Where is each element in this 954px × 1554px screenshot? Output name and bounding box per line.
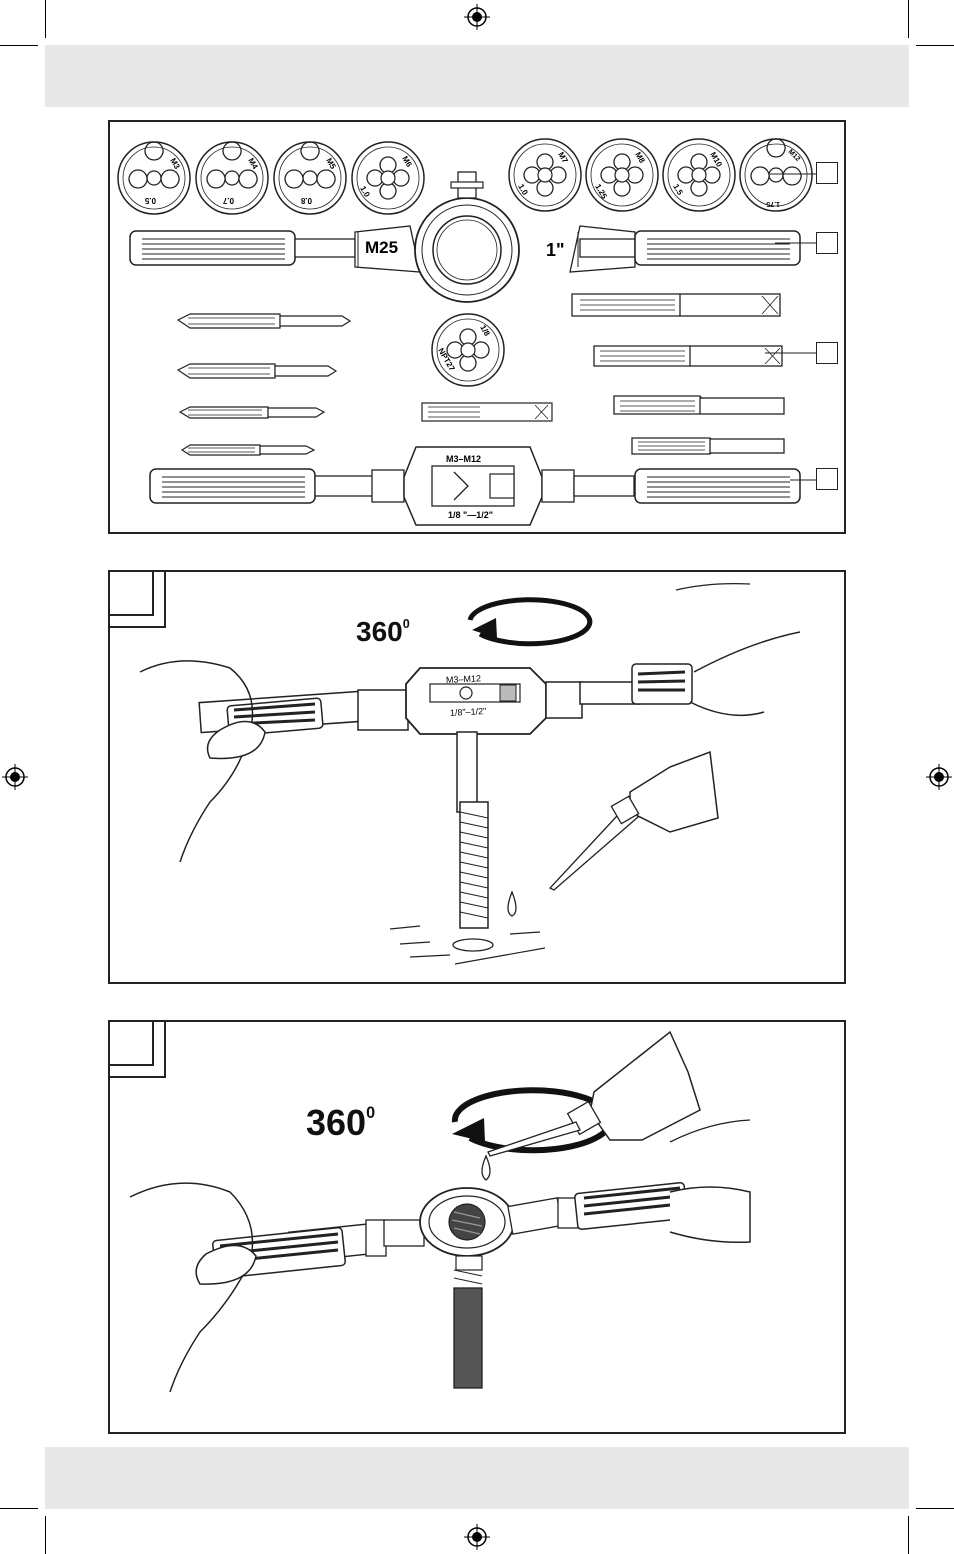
rotation-value: 360 — [306, 1102, 367, 1143]
figure-tag — [108, 1020, 154, 1066]
tap — [571, 293, 781, 317]
crop-mark — [45, 1516, 46, 1554]
crop-mark — [916, 1508, 954, 1509]
die-pitch-label: 0.5 — [144, 196, 156, 205]
oil-bottle-icon — [487, 1030, 701, 1157]
tap — [178, 406, 326, 419]
die-stock: M25 1" — [129, 171, 801, 303]
rotation-label: 3600 — [306, 1102, 375, 1144]
crop-mark — [45, 0, 46, 38]
tap — [631, 437, 785, 455]
tap-wrench-bottom-label: 1/8 "—1/2" — [448, 510, 493, 520]
tap-wrench-top-label: M3–M12 — [446, 454, 481, 464]
rotation-label: 3600 — [356, 616, 410, 648]
rotation-value: 360 — [356, 616, 403, 647]
die-stock-left-label: M25 — [365, 238, 398, 257]
hand-right — [689, 631, 801, 717]
tap — [613, 395, 785, 415]
tap — [176, 363, 338, 379]
hand-left — [139, 660, 254, 863]
grip — [631, 663, 693, 705]
header-band — [45, 45, 909, 107]
die-m7 — [508, 138, 582, 212]
callout-box — [816, 162, 838, 184]
tool-set-drawing: M3 0.5 M4 0.7 M5 0.8 M6 1.0 M7 1.0 M8 1.… — [117, 138, 816, 526]
die-m6 — [351, 141, 425, 215]
tapping-drawing: M3–M12 1/8"–1/2" — [139, 582, 801, 965]
die-stock-right-label: 1" — [546, 240, 565, 260]
crop-mark — [908, 0, 909, 38]
tap — [593, 345, 783, 367]
figure-tag — [108, 570, 154, 616]
wrench-bottom-label: 1/8"–1/2" — [450, 706, 487, 718]
hand-right — [669, 1186, 751, 1244]
tapping-figure: 3600 M3–M12 1/8"–1/2" — [108, 570, 846, 984]
die-m10 — [662, 138, 736, 212]
callout-box — [816, 232, 838, 254]
threading-figure: 3600 — [108, 1020, 846, 1434]
grip — [574, 1181, 688, 1231]
die-pitch-label: 1.75 — [766, 200, 780, 207]
tap-wrench: M3–M12 1/8 "—1/2" — [149, 446, 801, 526]
wrench-top-label: M3–M12 — [446, 673, 481, 685]
hand-left — [129, 1182, 254, 1393]
tap — [180, 444, 316, 456]
tap — [421, 402, 553, 422]
crop-mark — [0, 45, 38, 46]
oil-can-icon — [548, 750, 719, 891]
registration-mark-icon — [2, 764, 28, 790]
tap — [176, 313, 352, 329]
figure-tag-frame — [108, 570, 166, 628]
registration-mark-icon — [464, 4, 490, 30]
die-m8 — [585, 138, 659, 212]
threading-drawing — [129, 1030, 751, 1393]
tool-set-figure: M3 0.5 M4 0.7 M5 0.8 M6 1.0 M7 1.0 M8 1.… — [108, 120, 846, 534]
callout-box — [816, 468, 838, 490]
rotation-unit: 0 — [366, 1103, 376, 1122]
callout-box — [816, 342, 838, 364]
crop-mark — [916, 45, 954, 46]
crop-mark — [908, 1516, 909, 1554]
rotation-unit: 0 — [402, 617, 410, 632]
registration-mark-icon — [926, 764, 952, 790]
die-pitch-label: 0.7 — [222, 196, 234, 205]
die-pitch-label: 0.8 — [300, 196, 312, 205]
footer-band — [45, 1447, 909, 1509]
figure-tag-frame — [108, 1020, 166, 1078]
registration-mark-icon — [464, 1524, 490, 1550]
rotation-arrow-icon — [467, 597, 593, 647]
crop-mark — [0, 1508, 38, 1509]
